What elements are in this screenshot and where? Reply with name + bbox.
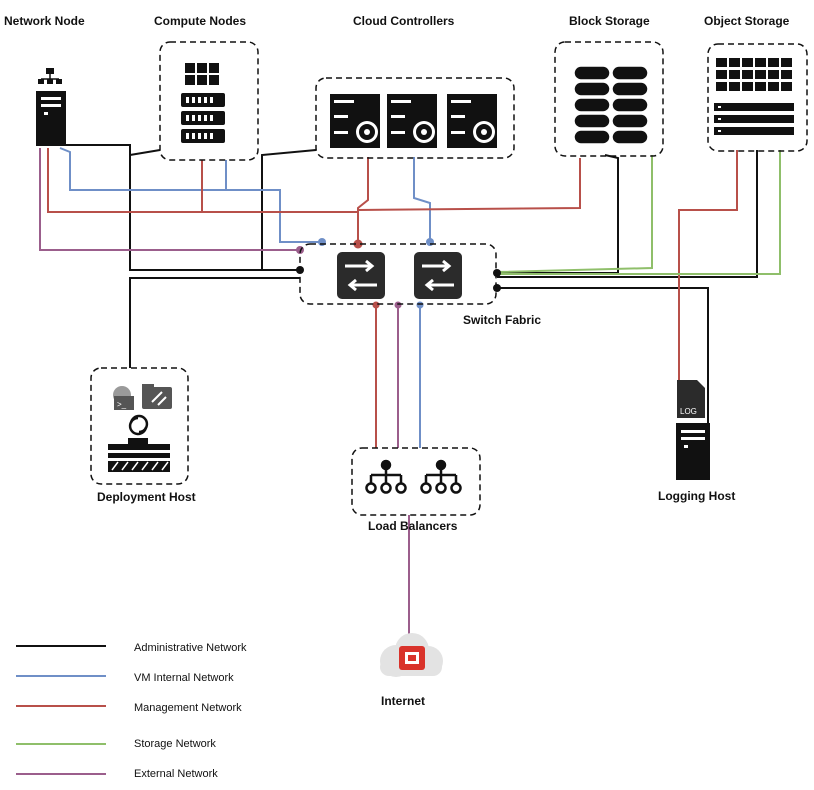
logging-host-label: Logging Host [658,489,735,503]
controller-server-icon [330,94,380,148]
switch-fabric-group [299,243,497,305]
block-storage-group [554,41,664,157]
cloud-controllers-label: Cloud Controllers [353,14,455,28]
logging-host: LOG Logging Host [658,380,735,503]
admin-wire-network-node [62,144,300,271]
object-storage: Object Storage [704,14,808,152]
wires [39,144,781,634]
disk-stack-icon [573,65,649,145]
junction-dot [416,301,424,309]
legend-label-vm: VM Internal Network [134,672,234,684]
legend: Administrative Network VM Internal Netwo… [16,642,247,780]
switch-fabric-label: Switch Fabric [463,313,541,327]
deployment-host-label: Deployment Host [97,490,196,504]
junction-dot [372,301,380,309]
compute-nodes: Compute Nodes [154,14,259,161]
cloud-icon [380,633,443,677]
deployment-tools-icon: >_ [108,384,172,472]
controller-server-icon [447,94,497,148]
log-server-icon [676,423,710,480]
vm-wire-network-node [59,147,322,243]
junction-dot [318,238,326,246]
log-file-icon: LOG [677,380,705,418]
admin-wire-deployment [129,277,300,368]
admin-wire-compute [129,149,161,156]
junction-dot [353,239,363,249]
server-tower-icon [36,68,66,146]
junction-dot [426,238,434,246]
object-grid-icon [714,58,794,135]
admin-wire-controllers [261,149,317,271]
network-node-label: Network Node [4,14,85,28]
log-file-tag: LOG [680,407,697,416]
admin-wire-logging [497,287,709,423]
junction-dot [493,269,501,277]
legend-label-storage: Storage Network [134,738,216,750]
block-storage: Block Storage [554,14,664,157]
deployment-host-group [90,367,189,485]
server-rack-icon [181,63,225,143]
mgmt-wire-block-storage [357,158,581,211]
admin-wire-object-storage [497,150,758,278]
legend-label-admin: Administrative Network [134,642,247,654]
compute-nodes-group [159,41,259,161]
junction-dot [493,284,501,292]
deployment-host: >_ Deployment Host [90,367,196,504]
internet: Internet [380,633,443,708]
cloud-controllers-group [315,77,515,159]
internet-label: Internet [381,694,425,708]
cloud-controllers: Cloud Controllers [315,14,515,159]
switch-icon [414,252,462,299]
controller-server-icon [387,94,437,148]
load-balancers-label: Load Balancers [368,519,458,533]
network-node: Network Node [4,14,85,146]
storage-wire-object [497,150,781,275]
switch-icon [337,252,385,299]
junction-dot [394,301,402,309]
vm-wire-controllers [413,157,431,242]
svg-text:>_: >_ [117,400,127,409]
load-balancers-group [351,447,481,516]
compute-nodes-label: Compute Nodes [154,14,246,28]
legend-label-external: External Network [134,768,218,780]
object-storage-label: Object Storage [704,14,790,28]
external-wire-network-node [39,148,300,251]
load-balancers: Load Balancers [351,447,481,533]
object-storage-group [707,43,808,152]
admin-wire-block-storage [497,154,619,274]
switch-fabric: Switch Fabric [299,243,541,327]
load-balancer-icon [365,459,407,494]
legend-label-mgmt: Management Network [134,702,242,714]
mgmt-wire-object-storage [678,150,738,380]
storage-wire-block [496,155,653,273]
block-storage-label: Block Storage [569,14,650,28]
load-balancer-icon [420,459,462,494]
mgmt-wire-controllers [357,157,369,244]
